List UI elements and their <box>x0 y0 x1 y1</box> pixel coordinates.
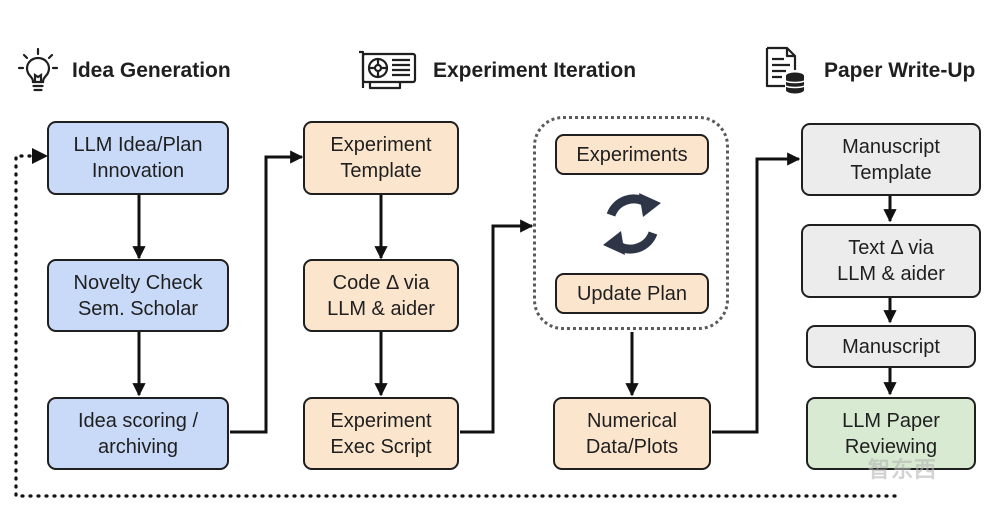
document-database-icon <box>765 46 805 94</box>
box-line: Experiment <box>330 134 432 156</box>
box-llm-paper-reviewing: LLM Paper Reviewing <box>806 397 976 470</box>
box-line: LLM Idea/Plan <box>73 134 203 156</box>
experiment-iteration-loop <box>533 116 729 330</box>
box-experiment-exec: Experiment Exec Script <box>303 397 459 470</box>
box-line: Text Δ via <box>848 237 934 259</box>
box-line: Exec Script <box>330 435 432 458</box>
box-code-delta: Code Δ via LLM & aider <box>303 259 459 332</box>
box-line: archiving <box>97 435 179 458</box>
box-line: Reviewing <box>844 435 938 458</box>
box-line: LLM & aider <box>837 263 945 285</box>
box-line: LLM Paper <box>842 409 940 432</box>
arrow-data-to-manuscript-template <box>712 152 801 434</box>
arrow-exec-to-iteration <box>460 219 534 434</box>
box-line: Numerical <box>586 409 678 432</box>
box-update-plan: Update Plan <box>555 273 709 314</box>
box-line: LLM & aider <box>327 297 435 320</box>
box-line: Innovation <box>91 160 185 182</box>
box-line: Data/Plots <box>585 435 679 458</box>
gpu-card-icon <box>359 50 417 90</box>
box-line: Experiment <box>330 409 432 432</box>
box-line: Template <box>340 160 422 182</box>
heading-paper-write-up: Paper Write-Up <box>824 59 976 82</box>
lightbulb-icon <box>17 47 59 92</box>
feedback-loop-dotted <box>14 154 897 498</box>
box-line: Manuscript <box>842 135 940 158</box>
heading-idea-generation: Idea Generation <box>72 59 231 82</box>
arrow-scoring-to-template <box>230 150 304 434</box>
watermark: 智东西 <box>868 457 938 482</box>
box-line: Update Plan <box>576 282 688 305</box>
box-line: Code Δ via <box>332 271 430 294</box>
box-line: Idea scoring / <box>77 409 199 432</box>
box-line: Template <box>850 161 932 184</box>
box-manuscript-template: Manuscript Template <box>801 123 981 196</box>
box-novelty-check: Novelty Check Sem. Scholar <box>47 259 229 332</box>
box-line: Sem. Scholar <box>77 297 199 320</box>
refresh-cycle-icon <box>603 193 661 255</box>
box-idea-scoring: Idea scoring / archiving <box>47 397 229 470</box>
heading-experiment-iteration: Experiment Iteration <box>433 59 637 82</box>
box-experiment-template: Experiment Template <box>303 121 459 195</box>
box-numerical-data: Numerical Data/Plots <box>553 397 711 470</box>
box-line: Experiments <box>576 143 688 166</box>
box-experiments: Experiments <box>555 134 709 175</box>
box-line: Manuscript <box>842 335 940 358</box>
box-line: Novelty Check <box>73 271 203 294</box>
box-text-delta: Text Δ via LLM & aider <box>801 224 981 298</box>
feedback-loop-arrowhead <box>32 148 48 164</box>
box-llm-idea-plan: LLM Idea/Plan Innovation <box>47 121 229 195</box>
box-manuscript: Manuscript <box>806 325 976 368</box>
